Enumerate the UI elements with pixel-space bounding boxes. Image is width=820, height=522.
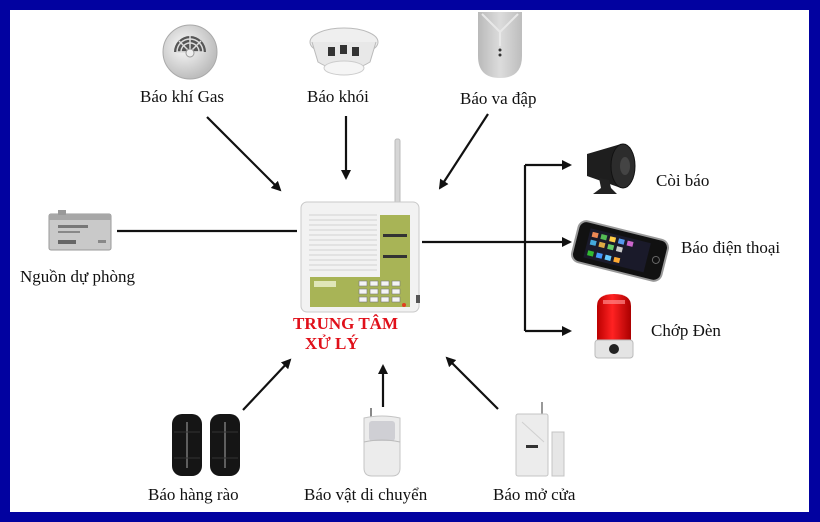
siren-horn-icon (587, 143, 636, 194)
arrow-fence-to-hub (242, 358, 292, 411)
arrow-door-to-hub (445, 356, 499, 410)
smartphone-icon (570, 220, 670, 282)
motion-sensor-icon (363, 408, 401, 477)
hub-label-line2: XỬ LÝ (305, 334, 359, 353)
hub-label-line1: TRUNG TÂM (293, 314, 398, 333)
label-strobe: Chớp Đèn (651, 321, 721, 340)
label-shock: Báo va đập (460, 89, 537, 108)
control-panel-icon (300, 138, 420, 313)
diagram-canvas: Báo khí Gas Báo khói Báo va đập Nguồn dự… (10, 10, 809, 512)
arrow-gas-to-hub (206, 116, 282, 192)
strobe-light-icon (594, 294, 634, 359)
beam-fence-sensor-icon (172, 414, 240, 476)
label-motion: Báo vật di chuyển (304, 485, 428, 504)
shock-sensor-icon (478, 12, 522, 78)
label-gas: Báo khí Gas (140, 87, 225, 106)
label-smoke: Báo khói (307, 87, 369, 106)
smoke-detector-icon (309, 27, 379, 76)
gas-detector-icon (162, 24, 218, 80)
label-siren: Còi báo (656, 171, 710, 190)
label-fence: Báo hàng rào (148, 485, 239, 504)
door-contact-icon (515, 402, 565, 477)
battery-icon (48, 210, 112, 251)
label-door: Báo mở cửa (493, 485, 576, 504)
label-phone: Báo điện thoại (681, 238, 781, 257)
connection-lines (117, 113, 572, 411)
arrow-shock-to-hub (438, 113, 489, 190)
label-backup: Nguồn dự phòng (20, 267, 135, 286)
